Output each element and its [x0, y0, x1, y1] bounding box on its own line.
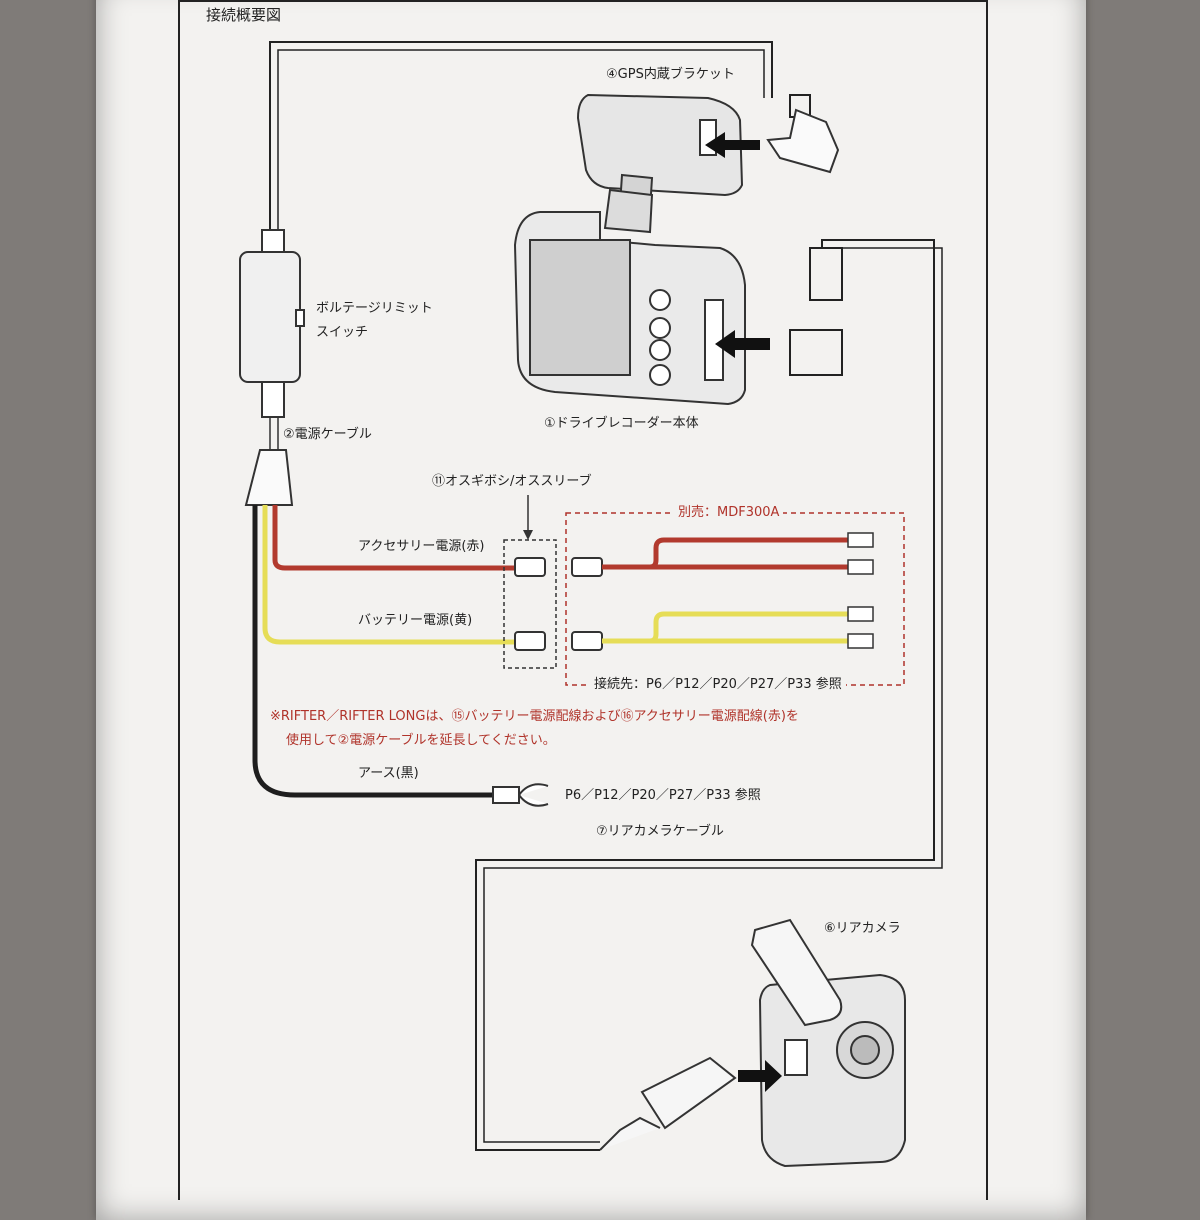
ground-wire: [252, 505, 495, 798]
ground-label: アース(黒): [358, 766, 419, 781]
hardwire-box: [239, 229, 305, 506]
rear-camera-label: ⑥リアカメラ: [824, 921, 901, 936]
diagram-frame: [178, 0, 988, 1200]
voltage-switch-label-2: スイッチ: [316, 325, 369, 340]
battery-power-label: バッテリー電源(黄): [358, 613, 473, 628]
sold-separately-label: 別売：MDF300A: [674, 506, 784, 519]
rear-camera-plug: [599, 1056, 737, 1151]
sleeves: [514, 557, 603, 651]
paper-sheet: [96, 0, 1086, 1220]
recorder-arrow-icon: [715, 330, 770, 358]
accessory-power-label: アクセサリー電源(赤): [358, 539, 485, 554]
rear-camera-cable: [475, 239, 943, 1151]
gps-cable: [269, 41, 811, 230]
power-cable-label: ②電源ケーブル: [283, 427, 372, 442]
wires: [252, 505, 515, 798]
ground-terminal: [492, 783, 549, 807]
battery-wire: [262, 505, 515, 645]
recorder-body: [513, 188, 746, 406]
recorder-body-label: ①ドライブレコーダー本体: [544, 416, 699, 431]
mdf300a-wires: [602, 537, 850, 644]
sleeve-dashed-box: [503, 539, 557, 669]
gps-bracket-label: ④GPS内蔵ブラケット: [606, 67, 735, 82]
gps-arrow-icon: [705, 132, 760, 158]
mdf300a-terminals: [847, 532, 874, 649]
ground-ref-label: P6／P12／P20／P27／P33 参照: [565, 788, 761, 803]
note-line-1: ※RIFTER／RIFTER LONGは、⑮バッテリー電源配線および⑯アクセサリ…: [270, 709, 799, 724]
connect-to-label: 接続先：P6／P12／P20／P27／P33 参照: [590, 678, 846, 691]
page-title: 接続概要図: [206, 6, 282, 24]
rear-camera-arrow-icon: [738, 1060, 782, 1092]
rear-cable-label: ⑦リアカメラケーブル: [596, 824, 724, 839]
sleeve-label: ⑪オスギボシ/オススリーブ: [432, 474, 592, 489]
gps-connector: [766, 108, 840, 174]
rear-camera: [750, 918, 906, 1168]
note-line-2: 使用して②電源ケーブルを延長してください。: [286, 733, 556, 748]
gps-bracket: [576, 93, 744, 212]
accessory-wire: [272, 505, 515, 571]
voltage-switch-label-1: ボルテージリミット: [316, 301, 433, 316]
